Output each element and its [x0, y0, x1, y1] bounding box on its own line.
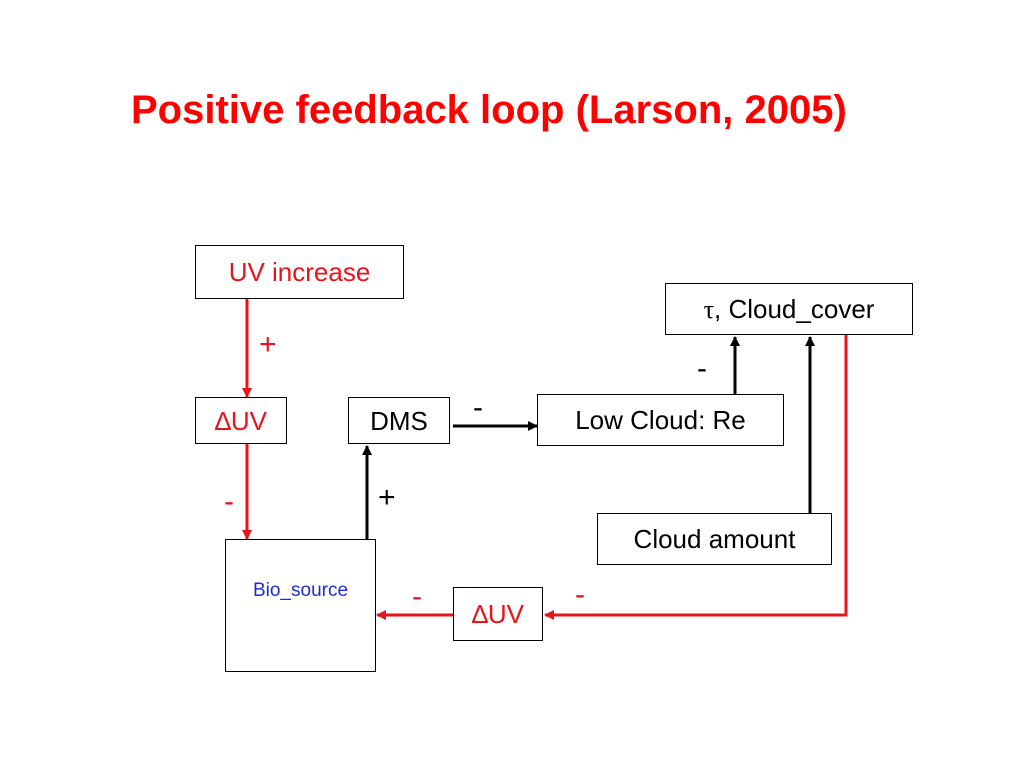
sign-bio-to-dms: + — [378, 481, 396, 514]
tau-symbol: τ — [703, 294, 715, 324]
node-delta-uv-bottom-label: ∆UV — [471, 599, 525, 629]
slide-title: Positive feedback loop (Larson, 2005) — [131, 88, 847, 132]
node-low-cloud-label: Low Cloud: Re — [575, 405, 746, 435]
sign-lowcloud-to-cover: - — [697, 352, 707, 385]
node-low-cloud: Low Cloud: Re — [537, 394, 784, 446]
node-uv-increase: UV increase — [195, 245, 404, 299]
node-bio-source-label: Bio_source — [252, 580, 349, 601]
node-bio-source: Bio_source — [225, 539, 376, 672]
node-cloud-cover: τ, Cloud_cover — [665, 283, 913, 335]
node-cloud-cover-label: τ, Cloud_cover — [704, 296, 875, 323]
node-uv-increase-label: UV increase — [228, 257, 371, 287]
sign-cover-to-delta: - — [575, 578, 585, 611]
sign-uv-to-delta: + — [259, 328, 277, 361]
sign-delta-to-bio: - — [224, 485, 234, 518]
node-delta-uv-top-label: ∆UV — [214, 405, 268, 436]
node-dms-label: DMS — [370, 405, 428, 436]
sign-dms-to-lowcloud: - — [473, 391, 483, 424]
node-cloud-amount: Cloud amount — [597, 513, 832, 565]
node-delta-uv-top: ∆UV — [195, 397, 287, 444]
sign-delta-to-bio-bottom: - — [412, 580, 422, 613]
node-cloud-amount-label: Cloud amount — [633, 524, 796, 554]
arrow-cover-to-delta — [544, 335, 848, 620]
cloud-cover-text: , Cloud_cover — [714, 293, 875, 324]
node-dms: DMS — [348, 397, 450, 444]
node-delta-uv-bottom: ∆UV — [453, 587, 543, 641]
